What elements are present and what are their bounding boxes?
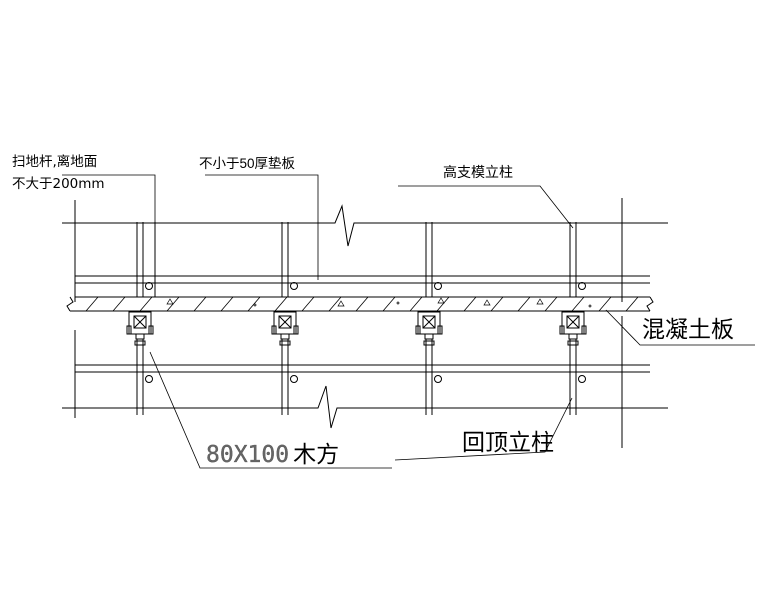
timber-beam-2 bbox=[271, 311, 299, 352]
label-pad-prefix: 不小于 bbox=[199, 156, 240, 172]
upper-couplers bbox=[145, 282, 586, 290]
jack-handle bbox=[567, 340, 579, 346]
hatch-line bbox=[436, 296, 450, 312]
label-pad-board: 不小于50厚垫板 bbox=[199, 156, 296, 172]
timber-beam-1 bbox=[126, 311, 154, 352]
jack-handle bbox=[423, 340, 435, 346]
lower-posts bbox=[136, 345, 577, 415]
leader-timber bbox=[149, 351, 392, 469]
leader-high-post bbox=[398, 185, 574, 229]
jack-handle bbox=[134, 340, 146, 346]
timber-cross bbox=[133, 315, 147, 329]
jack-nut bbox=[424, 333, 434, 340]
aggregate-marks bbox=[166, 297, 592, 308]
timber-cross bbox=[566, 315, 580, 329]
timber-beam-4 bbox=[559, 311, 587, 352]
leader-sweep-rod bbox=[62, 174, 156, 282]
jack-nut bbox=[280, 333, 290, 340]
timber-outer bbox=[128, 311, 152, 335]
lower-frame bbox=[62, 316, 668, 448]
top-plate-lug bbox=[148, 325, 154, 335]
hatch-line bbox=[247, 296, 261, 312]
hatch-line bbox=[598, 296, 612, 312]
hatch-line bbox=[274, 296, 288, 312]
timber-beams bbox=[126, 311, 587, 352]
hatch-line bbox=[625, 296, 639, 312]
top-plate-lug bbox=[437, 325, 443, 335]
upper-top-ledger bbox=[62, 204, 668, 247]
top-plate-lug bbox=[581, 325, 587, 335]
timber-section bbox=[133, 315, 147, 329]
leader-pad-board bbox=[205, 174, 319, 280]
hatch-line bbox=[112, 296, 126, 312]
leader-concrete bbox=[605, 309, 755, 346]
timber-section bbox=[278, 315, 292, 329]
hatch-line bbox=[490, 296, 504, 312]
top-plate-lug bbox=[271, 325, 277, 335]
leader-lines bbox=[62, 174, 755, 469]
annotations: 扫地杆,离地面 不大于200mm 不小于50厚垫板 高支模立柱 混凝土板 80X… bbox=[12, 153, 734, 468]
label-pad-suffix: 厚垫板 bbox=[255, 156, 296, 172]
top-plate-lug bbox=[559, 325, 565, 335]
top-plate-lug bbox=[415, 325, 421, 335]
hatch-line bbox=[571, 296, 585, 312]
leader-back-prop bbox=[394, 397, 573, 461]
top-plate-lug bbox=[293, 325, 299, 335]
timber-cross bbox=[422, 315, 436, 329]
label-back-prop-post: 回顶立柱 bbox=[462, 430, 554, 456]
timber-cross bbox=[278, 315, 292, 329]
jack-nut bbox=[568, 333, 578, 340]
hatch-line bbox=[139, 296, 153, 312]
slab-hatching bbox=[85, 296, 639, 312]
label-sweep-rod-line1: 扫地杆,离地面 bbox=[12, 153, 97, 170]
top-plate-lug bbox=[126, 325, 132, 335]
hatch-line bbox=[355, 296, 369, 312]
label-high-formwork-post: 高支模立柱 bbox=[443, 164, 513, 181]
timber-beam-3 bbox=[415, 311, 443, 352]
hatch-line bbox=[193, 296, 207, 312]
hatch-line bbox=[301, 296, 315, 312]
lower-bottom-ledger bbox=[62, 385, 668, 429]
hatch-line bbox=[220, 296, 234, 312]
hatch-line bbox=[85, 296, 99, 312]
jack-nut bbox=[135, 333, 145, 340]
timber-outer bbox=[561, 311, 585, 335]
timber-outer bbox=[417, 311, 441, 335]
hatch-line bbox=[328, 296, 342, 312]
jack-handle bbox=[279, 340, 291, 346]
hatch-line bbox=[517, 296, 531, 312]
label-sweep-rod-line2: 不大于200mm bbox=[12, 176, 105, 192]
hatch-line bbox=[382, 296, 396, 312]
label-pad-number: 50 bbox=[240, 156, 255, 171]
hatch-line bbox=[463, 296, 477, 312]
upper-frame bbox=[62, 198, 668, 302]
concrete-slab bbox=[66, 296, 654, 312]
timber-section bbox=[422, 315, 436, 329]
timber-outer bbox=[273, 311, 297, 335]
lower-couplers bbox=[145, 375, 586, 383]
hatch-line bbox=[544, 296, 558, 312]
timber-section bbox=[566, 315, 580, 329]
label-concrete-slab: 混凝土板 bbox=[642, 317, 734, 343]
label-timber-size: 80X100 bbox=[206, 442, 289, 468]
hatch-line bbox=[409, 296, 423, 312]
upper-posts bbox=[136, 222, 577, 297]
label-timber-word: 木方 bbox=[293, 442, 339, 468]
